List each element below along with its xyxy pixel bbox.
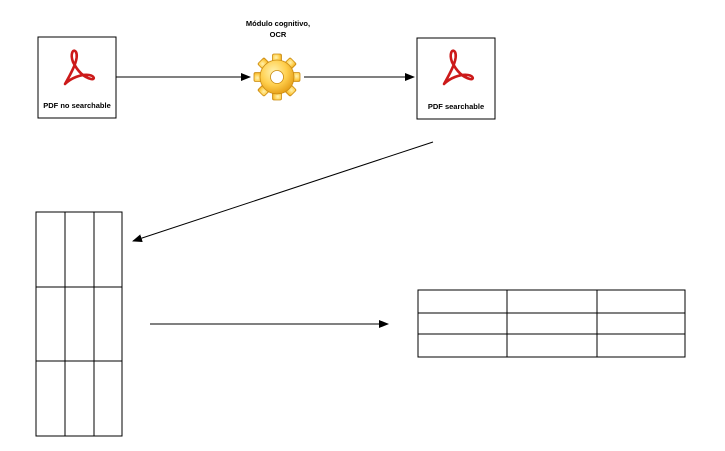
arrow-pdf-to-vertical-table [132, 141, 434, 242]
pdf-output-label: PDF searchable [428, 102, 484, 111]
ocr-module-label-line2: OCR [270, 30, 287, 39]
pdf-no-searchable-node[interactable]: PDF no searchable [37, 36, 117, 119]
ocr-module-label-line1: Módulo cognitivo, [246, 19, 310, 28]
adobe-pdf-icon [63, 49, 96, 86]
pdf-input-label: PDF no searchable [43, 101, 111, 110]
pdf-searchable-node[interactable]: PDF searchable [416, 37, 496, 120]
vertical-table[interactable] [35, 211, 123, 437]
gear-icon [253, 53, 301, 101]
horizontal-table[interactable] [417, 289, 686, 358]
ocr-module-node[interactable]: Módulo cognitivo, OCR [246, 19, 310, 101]
adobe-pdf-icon [442, 49, 475, 86]
